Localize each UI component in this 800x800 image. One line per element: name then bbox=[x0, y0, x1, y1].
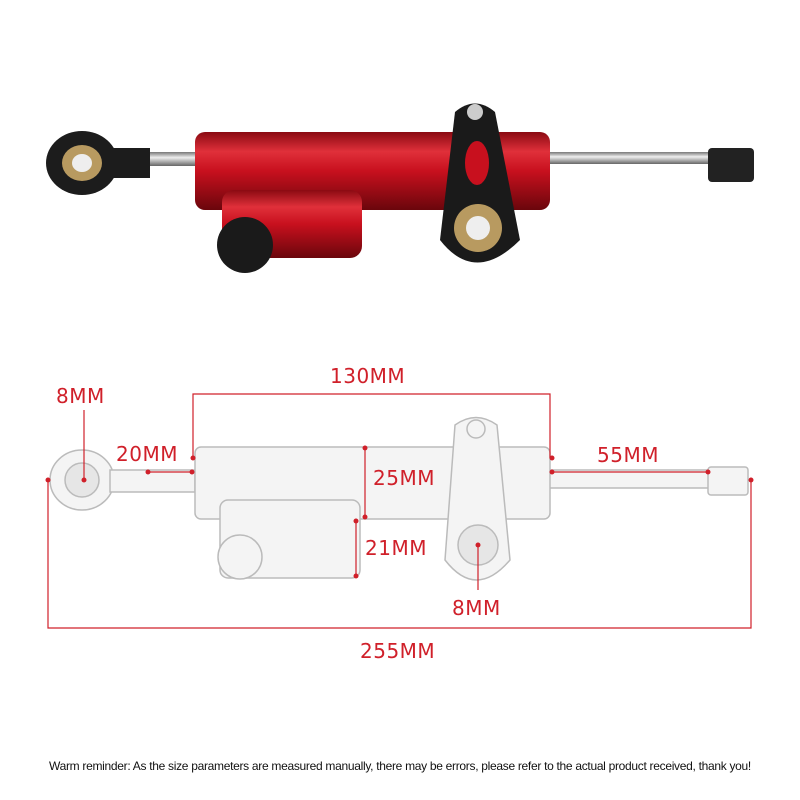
red-steering-damper-photo bbox=[46, 103, 754, 273]
adjuster-knob bbox=[217, 217, 273, 273]
dim-reservoir-height: 21MM bbox=[365, 536, 427, 560]
dim-body-length: 130MM bbox=[330, 364, 406, 388]
dim-total-length: 255MM bbox=[360, 639, 436, 663]
dimension-lines bbox=[47, 393, 752, 629]
left-rod-end bbox=[46, 131, 150, 195]
dimension-points bbox=[45, 445, 754, 579]
mount-bracket bbox=[440, 103, 520, 263]
warm-reminder-note: Warm reminder: As the size parameters ar… bbox=[49, 759, 751, 773]
rod-grip bbox=[708, 148, 754, 182]
dim-left-eye-bore: 8MM bbox=[56, 384, 105, 408]
dim-bracket-bore: 8MM bbox=[452, 596, 501, 620]
dim-rod-right: 55MM bbox=[597, 443, 659, 467]
silver-damper-sketch bbox=[49, 416, 749, 581]
rod-right bbox=[540, 152, 720, 164]
dim-rod-left: 20MM bbox=[116, 442, 178, 466]
dim-body-diameter: 25MM bbox=[373, 466, 435, 490]
